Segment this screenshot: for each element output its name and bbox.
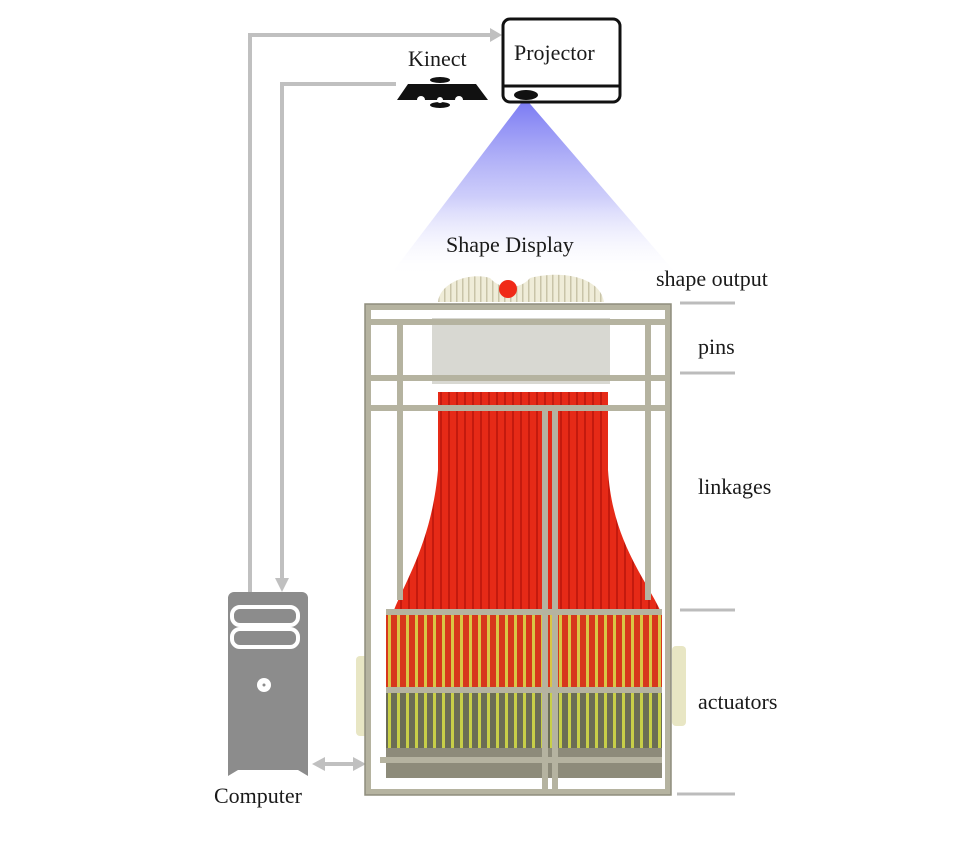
connector-kinect-to-computer xyxy=(280,82,396,582)
connector-computer-to-display xyxy=(312,757,366,771)
section-label-shape-output: shape output xyxy=(656,266,768,291)
computer-tower-icon[interactable] xyxy=(228,592,308,776)
connector-computer-to-projector xyxy=(248,33,494,594)
section-dividers xyxy=(677,301,735,796)
kinect-sensor-icon[interactable] xyxy=(397,77,488,108)
arrowhead-computer xyxy=(275,578,289,592)
arrowhead-left xyxy=(312,757,325,771)
computer-label: Computer xyxy=(214,783,302,808)
arrowhead-right xyxy=(353,757,366,771)
red-ball xyxy=(499,280,517,298)
projector-icon[interactable] xyxy=(501,17,622,104)
shape-display-photo[interactable] xyxy=(356,274,686,796)
arrowhead-projector xyxy=(490,28,502,42)
projection-beam xyxy=(388,98,680,278)
projector-label: Projector xyxy=(514,40,595,65)
section-label-actuators: actuators xyxy=(698,689,778,714)
kinect-label: Kinect xyxy=(408,46,467,71)
shape-display-label: Shape Display xyxy=(446,232,574,257)
section-label-pins: pins xyxy=(698,334,735,359)
section-label-linkages: linkages xyxy=(698,474,772,499)
